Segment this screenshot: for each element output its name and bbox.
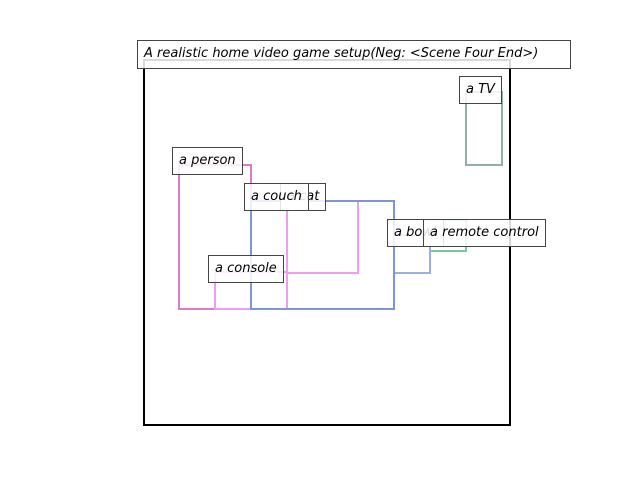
box-cat bbox=[286, 200, 359, 274]
label-remote: a remote control bbox=[423, 219, 546, 247]
label-tv: a TV bbox=[459, 76, 502, 104]
label-console: a console bbox=[208, 255, 284, 283]
label-couch: a couch bbox=[244, 183, 309, 211]
label-person: a person bbox=[172, 147, 243, 175]
diagram-title: A realistic home video game setup(Neg: <… bbox=[137, 40, 571, 69]
